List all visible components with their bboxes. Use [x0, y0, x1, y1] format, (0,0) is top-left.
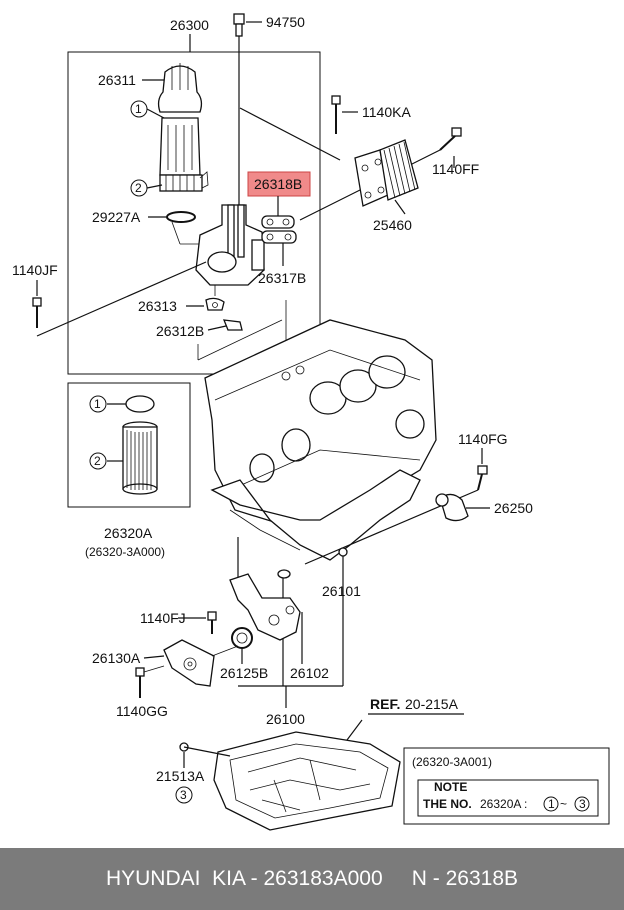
note-prefix: THE NO.: [423, 797, 472, 811]
label-26317b: 26317B: [258, 270, 306, 286]
label-1140ff: 1140FF: [432, 161, 479, 177]
label-1140fg: 1140FG: [458, 431, 508, 447]
svg-text:1: 1: [94, 397, 101, 411]
svg-text:1: 1: [135, 102, 142, 116]
label-26300: 26300: [170, 17, 209, 33]
label-26318b: 26318B: [254, 176, 302, 192]
callout-3-drain: 3: [175, 786, 193, 804]
label-1140fj: 1140FJ: [140, 610, 186, 626]
label-94750: 94750: [266, 14, 305, 30]
footer-part-number: HYUNDAI KIA - 263183A000 N - 26318B: [0, 848, 624, 910]
part-26312b: [222, 319, 243, 331]
filter-seal: [125, 395, 155, 413]
bolt-1140fj: [207, 611, 217, 634]
label-29227a: 29227A: [92, 209, 141, 225]
oil-filter-housing: [195, 204, 265, 286]
note-to-callout: 3: [574, 796, 590, 812]
label-26320a: 26320A: [104, 525, 153, 541]
bolt-1140ka: [331, 95, 341, 134]
cooler-gasket: [261, 215, 297, 244]
label-21513a: 21513A: [156, 768, 205, 784]
bolt-1140jf: [32, 297, 42, 328]
svg-text:3: 3: [180, 788, 187, 802]
filter-element: [122, 421, 158, 495]
svg-text:1: 1: [548, 797, 555, 811]
svg-text:2: 2: [94, 454, 101, 468]
label-ref-number: 20-215A: [405, 696, 459, 712]
label-26250: 26250: [494, 500, 533, 516]
chain-cover: [163, 639, 215, 687]
label-25460: 25460: [373, 217, 412, 233]
filter-element-box: [67, 382, 191, 508]
pump-seal: [277, 547, 348, 579]
oil-cooler: [354, 139, 419, 207]
label-26101: 26101: [322, 583, 361, 599]
bolt-1140fg: [477, 465, 488, 491]
highlight-box: [247, 171, 311, 197]
part-26313: [205, 297, 225, 311]
oil-pump: [229, 573, 301, 649]
callout-1-filter: 1: [89, 395, 107, 413]
label-1140jf: 1140JF: [12, 262, 58, 278]
note-title: NOTE: [434, 780, 467, 794]
o-ring: [166, 211, 196, 223]
oil-pan: [213, 731, 401, 831]
label-26130a: 26130A: [92, 650, 141, 666]
label-26100: 26100: [266, 711, 305, 727]
engine-block: [204, 319, 437, 561]
label-26102: 26102: [290, 665, 329, 681]
oil-plug: [435, 493, 469, 522]
note-from-callout: 1: [543, 796, 559, 812]
bolt-1140gg: [135, 667, 145, 698]
callout-1-cap: 1: [130, 100, 148, 118]
oil-pressure-sensor: [233, 13, 245, 37]
label-1140ka: 1140KA: [362, 104, 411, 120]
label-1140gg: 1140GG: [116, 703, 168, 719]
note-sep: ~: [560, 797, 567, 811]
svg-text:3: 3: [579, 797, 586, 811]
parts-diagram: 26300 94750 26311 1140KA 1140FF 26318B 2…: [12, 13, 610, 831]
note-inner-box: [417, 779, 599, 817]
callout-2-filter: 2: [89, 452, 107, 470]
svg-text:2: 2: [135, 181, 142, 195]
callout-2-cap: 2: [130, 179, 148, 197]
label-ref: REF.: [370, 696, 400, 712]
label-26125b: 26125B: [220, 665, 268, 681]
note-part: 26320A :: [480, 797, 527, 811]
label-26311: 26311: [98, 72, 136, 88]
label-26312b: 26312B: [156, 323, 204, 339]
bolt-1140ff: [439, 127, 462, 151]
note-code: (26320-3A001): [412, 755, 492, 769]
filter-housing-box: [67, 51, 321, 375]
note-box: [403, 747, 610, 825]
label-26320-3a000: (26320-3A000): [85, 545, 165, 559]
label-26313: 26313: [138, 298, 177, 314]
oil-filter-cap: [157, 63, 209, 192]
